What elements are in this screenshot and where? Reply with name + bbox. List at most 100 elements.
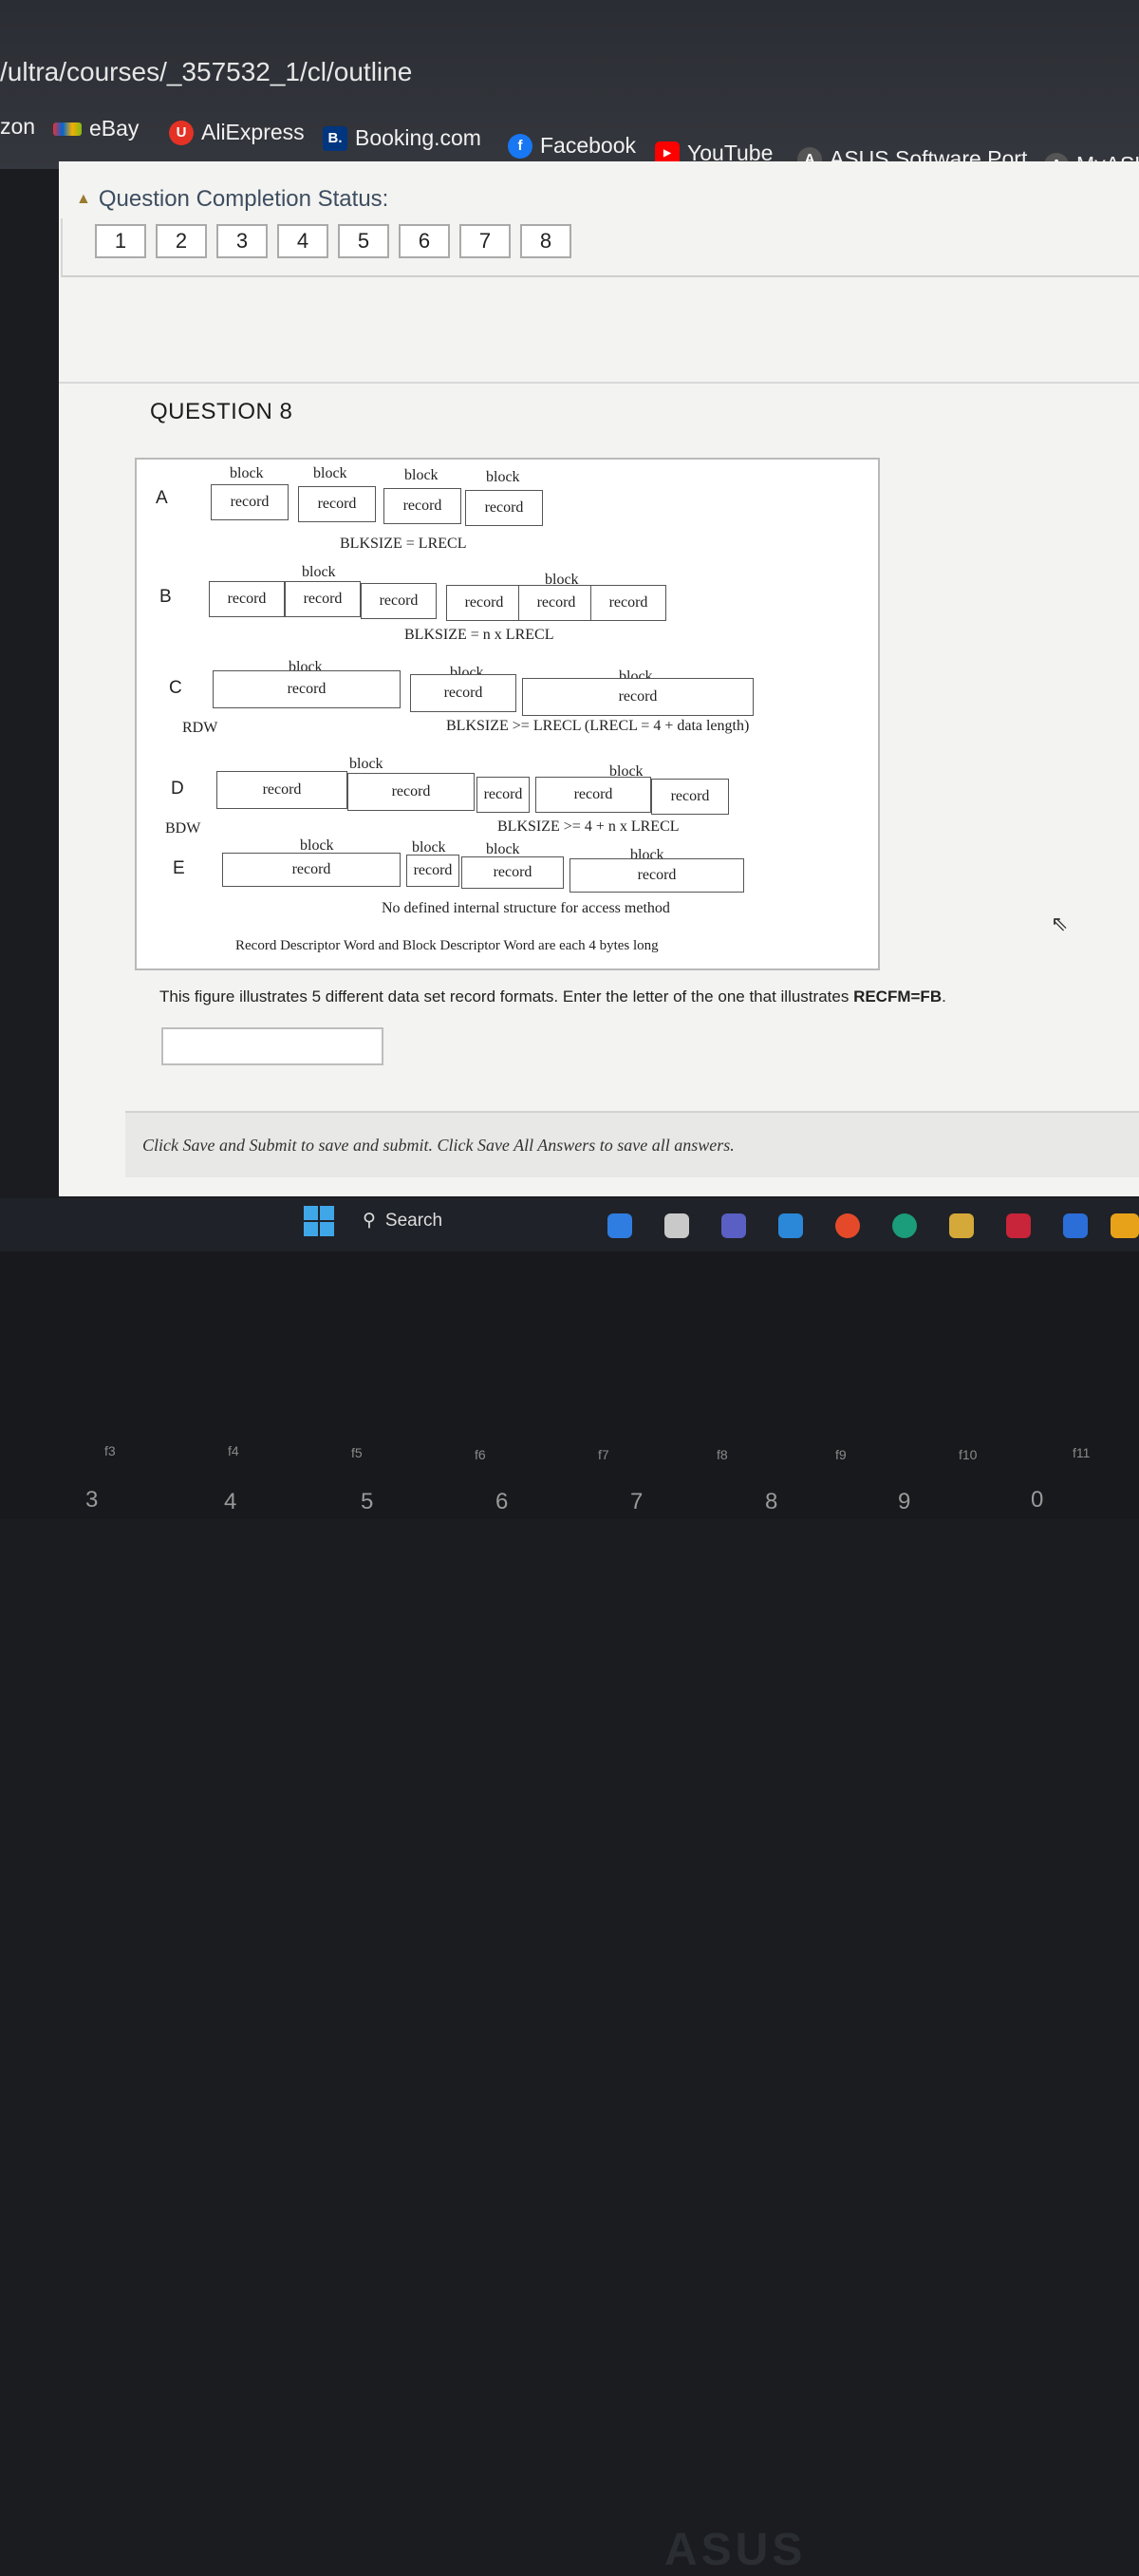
block-label: block: [609, 763, 644, 780]
windows-start-icon[interactable]: [304, 1206, 334, 1236]
key: 3: [85, 1487, 99, 1513]
key: 5: [361, 1489, 374, 1514]
block-label: block: [412, 839, 446, 856]
bookmark-aliexpress[interactable]: U AliExpress: [169, 120, 305, 145]
bookmark-label: eBay: [89, 116, 140, 141]
fkey: f3: [104, 1443, 116, 1458]
question-link-6[interactable]: 6: [399, 224, 450, 258]
fkey: f8: [717, 1447, 728, 1462]
completion-status-title: Question Completion Status:: [98, 186, 389, 212]
record-box: record: [222, 853, 401, 887]
block-label: block: [545, 572, 579, 588]
submit-instructions: Click Save and Submit to save and submit…: [142, 1136, 735, 1155]
teams-icon[interactable]: [721, 1213, 746, 1238]
record-box: record: [518, 585, 594, 621]
fkey: f5: [351, 1445, 363, 1460]
course-page: ▲ Question Completion Status: 1 2 3 4 5 …: [59, 161, 1139, 1196]
record-box: record: [347, 773, 475, 811]
row-label-e: E: [173, 858, 185, 878]
bookmark-youtube[interactable]: ▶ YouTube: [655, 141, 773, 166]
key: 6: [495, 1489, 509, 1514]
booking-icon: B.: [323, 125, 347, 151]
record-box: record: [570, 858, 744, 893]
caption-b: BLKSIZE = n x LRECL: [404, 627, 554, 643]
rdw-label: RDW: [182, 720, 218, 736]
question-number-list: 1 2 3 4 5 6 7 8: [95, 224, 571, 258]
key: 8: [765, 1489, 778, 1514]
fkey: f9: [835, 1447, 847, 1462]
fkey: f6: [475, 1447, 486, 1462]
submit-area: [125, 1111, 1139, 1177]
browser-chrome: /ultra/courses/_357532_1/cl/outline zon …: [0, 0, 1139, 178]
row-label-b: B: [159, 587, 172, 607]
bookmark-ebay[interactable]: eBay: [53, 116, 139, 141]
block-label: block: [302, 564, 336, 580]
record-box: record: [465, 490, 543, 526]
record-box: record: [361, 583, 437, 619]
bing-icon[interactable]: [607, 1213, 632, 1238]
facebook-icon: f: [508, 133, 532, 159]
record-box: record: [410, 674, 516, 712]
fkey: f4: [228, 1443, 239, 1458]
fkey: f7: [598, 1447, 609, 1462]
question-link-2[interactable]: 2: [156, 224, 207, 258]
record-format-figure: A block block block block record record …: [135, 458, 880, 970]
fkey: f10: [959, 1447, 978, 1462]
question-link-8[interactable]: 8: [520, 224, 571, 258]
row-label-d: D: [171, 779, 184, 799]
folder-icon[interactable]: [1111, 1213, 1139, 1238]
record-box: record: [216, 771, 347, 809]
question-link-3[interactable]: 3: [216, 224, 268, 258]
mouse-pointer-icon: ⇖: [1051, 912, 1069, 935]
block-label: block: [404, 467, 439, 483]
mcafee-icon[interactable]: [1006, 1213, 1031, 1238]
block-label: block: [300, 837, 334, 854]
app-icon[interactable]: [1063, 1213, 1088, 1238]
block-label: block: [486, 841, 520, 857]
record-box: record: [298, 486, 376, 522]
app-icon[interactable]: [949, 1213, 974, 1238]
key: 9: [898, 1489, 911, 1514]
question-link-1[interactable]: 1: [95, 224, 146, 258]
divider: [59, 382, 1139, 384]
row-label-a: A: [156, 488, 168, 508]
store-icon[interactable]: [778, 1213, 803, 1238]
caption-a: BLKSIZE = LRECL: [340, 536, 467, 552]
bookmark-amazon[interactable]: zon: [0, 114, 35, 140]
key: 7: [630, 1489, 644, 1514]
search-icon: ⚲: [363, 1211, 376, 1231]
prompt-end: .: [942, 987, 946, 1006]
record-box: record: [446, 585, 522, 621]
bookmarks-bar: zon eBay U AliExpress B. Booking.com f F…: [0, 112, 1139, 178]
taskbar-search[interactable]: ⚲ Search: [363, 1210, 442, 1232]
question-link-7[interactable]: 7: [459, 224, 511, 258]
brave-icon[interactable]: [835, 1213, 860, 1238]
file-explorer-icon[interactable]: [664, 1213, 689, 1238]
record-box: record: [476, 777, 530, 813]
bookmark-booking[interactable]: B. Booking.com: [323, 125, 481, 151]
edge-icon[interactable]: [892, 1213, 917, 1238]
record-box: record: [213, 670, 401, 708]
record-box: record: [209, 581, 285, 617]
record-box: record: [651, 779, 729, 815]
aliexpress-icon: U: [169, 120, 194, 145]
question-link-4[interactable]: 4: [277, 224, 328, 258]
record-box: record: [285, 581, 361, 617]
ebay-icon: [53, 122, 82, 136]
address-bar-url[interactable]: /ultra/courses/_357532_1/cl/outline: [0, 57, 413, 86]
collapse-icon[interactable]: ▲: [76, 191, 91, 207]
answer-input[interactable]: [161, 1027, 383, 1065]
bookmark-label: Facebook: [540, 133, 637, 158]
figure-footnote: Record Descriptor Word and Block Descrip…: [235, 938, 659, 953]
fkey: f11: [1073, 1445, 1091, 1460]
laptop-keyboard: ASUS: [0, 1251, 1139, 2575]
bookmark-facebook[interactable]: f Facebook: [508, 133, 636, 159]
record-box: record: [211, 484, 289, 520]
row-label-c: C: [169, 678, 182, 698]
question-link-5[interactable]: 5: [338, 224, 389, 258]
bookmark-label: zon: [0, 114, 36, 139]
bookmark-label: Booking.com: [355, 125, 481, 150]
completion-status-header[interactable]: ▲ Question Completion Status:: [76, 186, 388, 213]
block-label: block: [313, 465, 347, 481]
record-box: record: [406, 855, 459, 887]
